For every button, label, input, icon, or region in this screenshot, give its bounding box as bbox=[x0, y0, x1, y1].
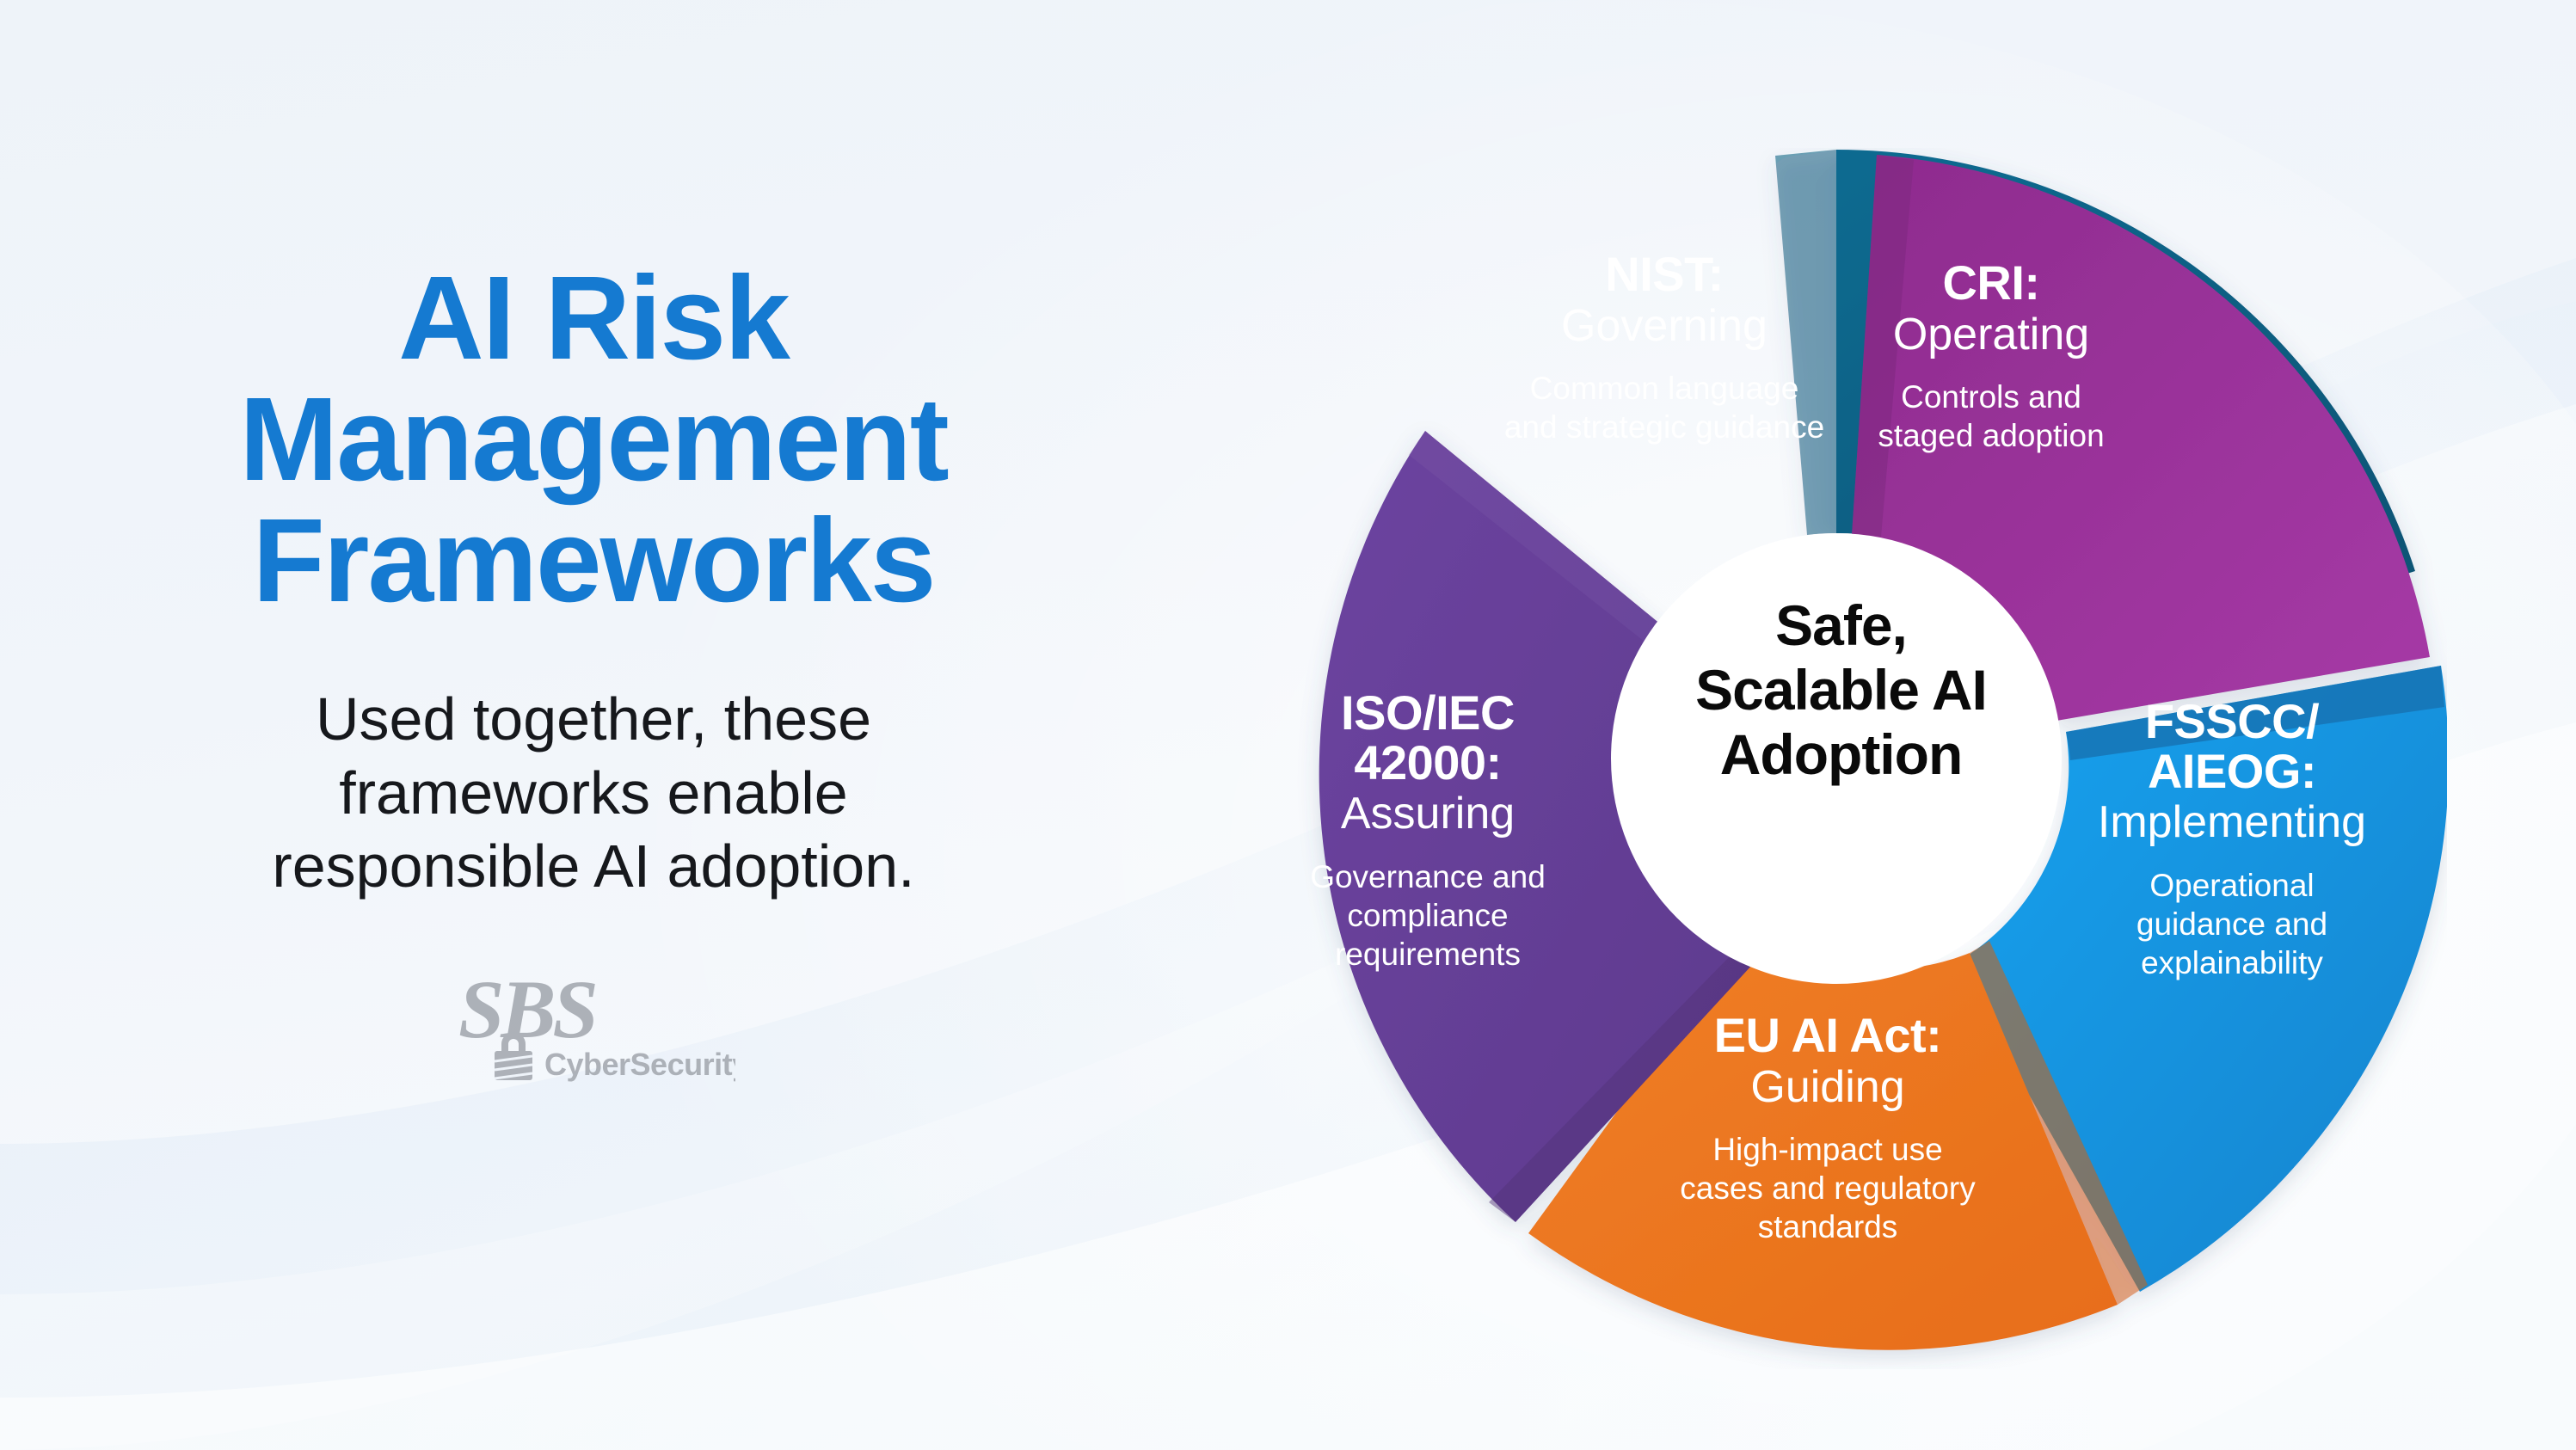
page-title-line-3: Frameworks bbox=[252, 494, 936, 627]
page-title-line-1: AI Risk bbox=[398, 252, 790, 384]
framework-donut-chart bbox=[1226, 148, 2447, 1369]
left-content-column: AI Risk Management Frameworks Used toget… bbox=[0, 0, 1187, 1450]
segment-cri[interactable] bbox=[1852, 155, 2430, 721]
page-title-line-2: Management bbox=[239, 372, 950, 506]
page-subtitle-line-2: frameworks enable bbox=[339, 759, 848, 826]
page-subtitle: Used together, these frameworks enable r… bbox=[198, 683, 989, 903]
center-label-line-2: Scalable AI bbox=[1695, 658, 1988, 722]
page-subtitle-line-1: Used together, these bbox=[316, 685, 871, 753]
center-label-line-3: Adoption bbox=[1719, 722, 1964, 787]
donut-center-label: Safe, Scalable AI Adoption bbox=[1663, 593, 2020, 788]
page-subtitle-line-3: responsible AI adoption. bbox=[272, 833, 915, 900]
donut-center-hub bbox=[1611, 533, 2062, 984]
padlock-icon bbox=[494, 1032, 533, 1081]
sbs-cybersecurity-logo: SBS CyberSecurity bbox=[452, 963, 750, 1086]
segment-iso[interactable] bbox=[1319, 431, 1752, 1222]
center-label-line-1: Safe, bbox=[1775, 593, 1908, 657]
page-title: AI Risk Management Frameworks bbox=[95, 258, 1092, 621]
logo-wordmark: CyberSecurity bbox=[544, 1047, 735, 1082]
logo-mark-text: SBS bbox=[458, 970, 595, 1055]
donut-svg bbox=[1319, 150, 2447, 1350]
logo-artwork: SBS CyberSecurity bbox=[458, 963, 750, 1082]
